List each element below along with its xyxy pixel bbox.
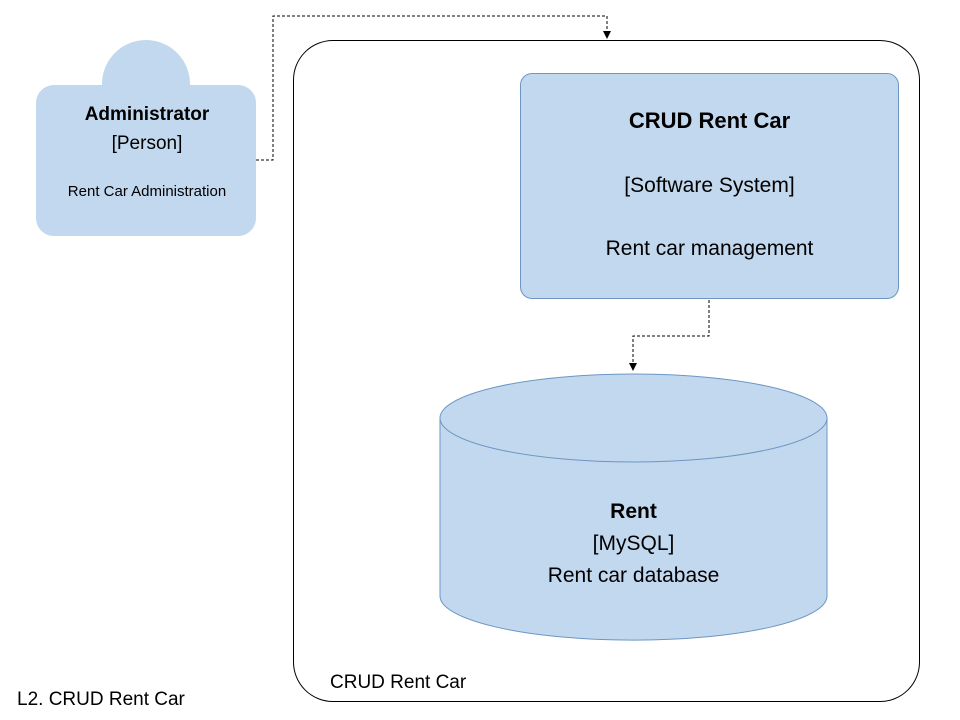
diagram-caption: L2. CRUD Rent Car — [17, 689, 185, 710]
boundary-label: CRUD Rent Car — [330, 672, 467, 693]
connector-admin-to-system — [256, 15, 611, 161]
software-system-description: Rent car management — [605, 237, 814, 260]
database-kind: [MySQL] — [592, 532, 675, 555]
system-boundary — [293, 40, 920, 702]
person-body-shape — [36, 85, 256, 236]
database-cylinder — [439, 373, 828, 641]
person-description: Rent Car Administration — [67, 183, 227, 200]
person-name: Administrator — [84, 104, 210, 125]
connector-system-to-database — [629, 300, 710, 371]
database-description: Rent car database — [547, 564, 720, 587]
database-name: Rent — [610, 500, 657, 523]
database-rent: Rent [MySQL] Rent car database — [440, 496, 827, 592]
software-system-name: CRUD Rent Car — [628, 108, 791, 133]
person-kind: [Person] — [111, 133, 183, 154]
software-system-kind: [Software System] — [624, 174, 795, 197]
software-system-box — [520, 73, 899, 299]
person-administrator: Administrator [Person] Rent Car Administ… — [36, 100, 258, 202]
